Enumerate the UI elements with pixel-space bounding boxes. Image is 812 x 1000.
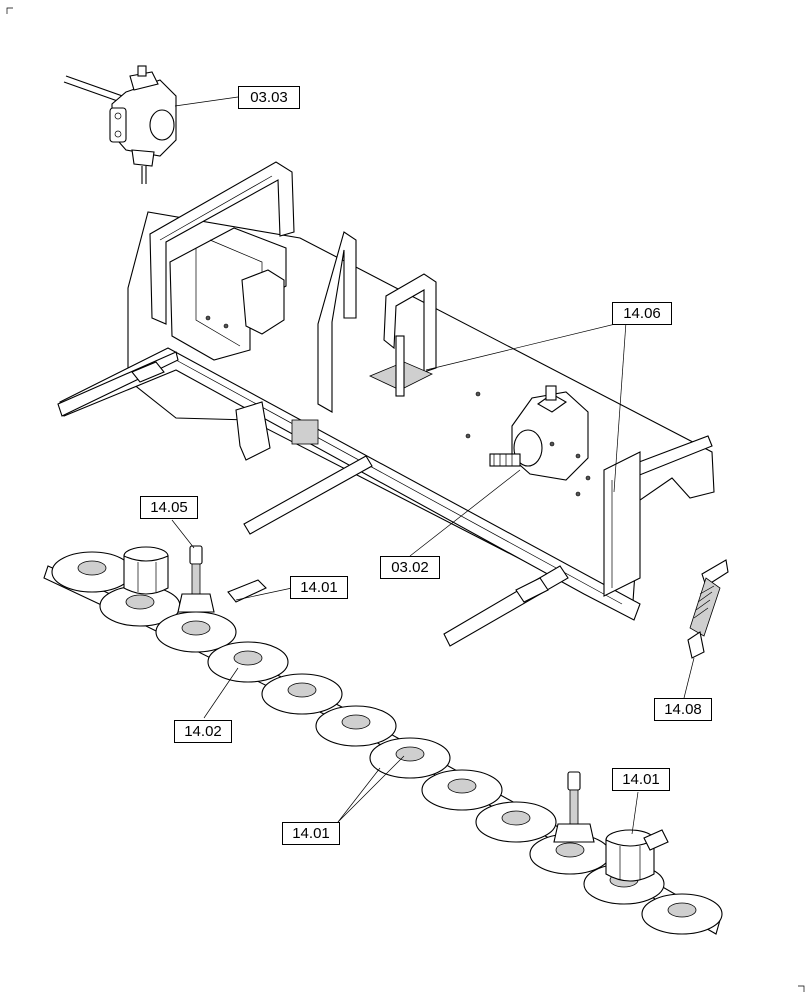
callout-14-05[interactable]: 14.05 <box>140 496 198 519</box>
disc-5 <box>261 673 343 715</box>
driveshaft-right <box>553 771 595 843</box>
gearbox-upper-part[interactable] <box>63 65 239 184</box>
leader-lines <box>171 317 695 835</box>
disc-8 <box>421 769 503 811</box>
crop-mark-bottom-right <box>798 985 805 992</box>
callout-14-01-mid[interactable]: 14.01 <box>282 822 340 845</box>
cutterbar-assembly[interactable] <box>43 545 723 935</box>
disc-6 <box>315 705 397 747</box>
callout-03-02[interactable]: 03.02 <box>380 556 440 579</box>
disc-9 <box>475 801 557 843</box>
disc-2 <box>99 585 181 627</box>
callout-03-03[interactable]: 03.03 <box>238 86 300 109</box>
crop-mark-top-left <box>6 7 13 14</box>
gearbox-center-part[interactable] <box>489 385 589 481</box>
disc-1 <box>51 551 133 593</box>
driveshaft-left <box>177 545 215 613</box>
callout-14-01-right[interactable]: 14.01 <box>612 768 670 791</box>
drum-right <box>605 829 655 882</box>
callout-14-02[interactable]: 14.02 <box>174 720 232 743</box>
callout-14-01-top[interactable]: 14.01 <box>290 576 348 599</box>
callout-14-08[interactable]: 14.08 <box>654 698 712 721</box>
callout-14-06[interactable]: 14.06 <box>612 302 672 325</box>
drum-left <box>123 546 169 595</box>
disc-7 <box>369 737 451 779</box>
main-frame[interactable] <box>57 161 715 647</box>
disc-12 <box>641 893 723 935</box>
spring-part[interactable] <box>687 559 729 659</box>
disc-4 <box>207 641 289 683</box>
